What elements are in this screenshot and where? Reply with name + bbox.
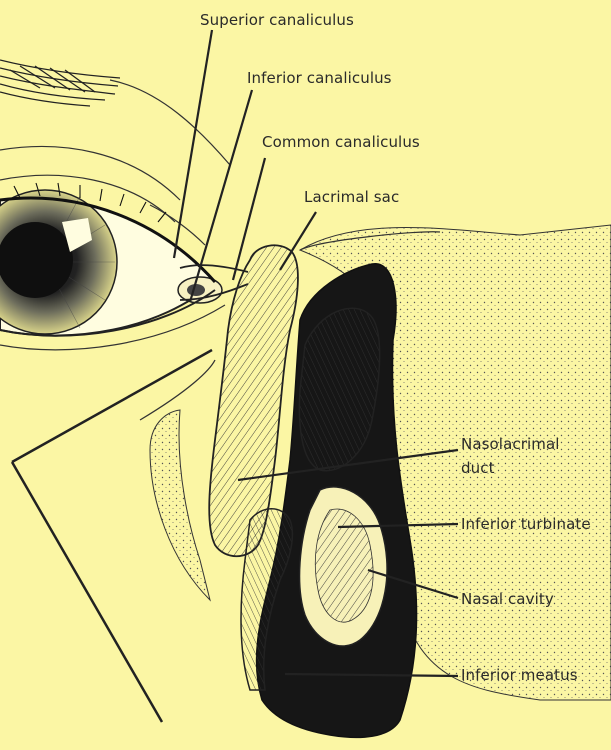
label-lacrimal-sac: Lacrimal sac [304,188,399,206]
label-inferior-turbinate: Inferior turbinate [461,515,591,533]
label-common-canaliculus: Common canaliculus [262,133,420,151]
label-nasolacrimal-duct: Nasolacrimal duct [461,432,560,480]
leader-lacrimal-sac [280,212,316,270]
label-inferior-meatus: Inferior meatus [461,666,578,684]
label-nasal-cavity: Nasal cavity [461,590,554,608]
label-nasolacrimal-duct-line1: Nasolacrimal [461,432,560,456]
label-nasolacrimal-duct-line2: duct [461,456,560,480]
eyebrow [0,60,120,106]
leader-superior-canaliculus [174,30,212,258]
label-inferior-canaliculus: Inferior canaliculus [247,69,392,87]
label-superior-canaliculus: Superior canaliculus [200,11,354,29]
